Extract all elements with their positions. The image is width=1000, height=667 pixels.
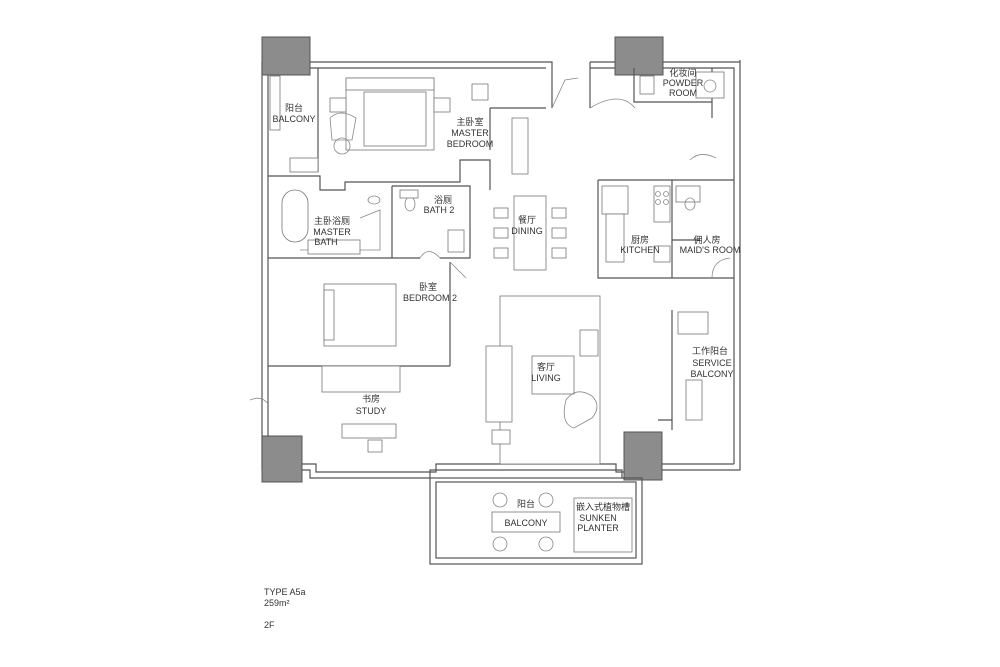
- label-living-cn: 客厅: [537, 361, 555, 372]
- label-balcony-south-en: BALCONY: [504, 518, 547, 528]
- label-bedroom2-cn: 卧室: [419, 281, 437, 292]
- label-sunken-planter-cn: 嵌入式植物槽: [576, 501, 630, 512]
- label-powder-room-en1: POWDER: [663, 78, 704, 88]
- balcony-table: [491, 511, 561, 533]
- label-kitchen-cn: 厨房: [631, 234, 649, 245]
- label-balcony-west-en: BALCONY: [272, 114, 315, 124]
- label-dining-cn: 餐厅: [518, 214, 536, 225]
- room-labels: 阳台 BALCONY 主卧室 MASTER BEDROOM 化妆间 POWDER…: [272, 67, 740, 533]
- label-balcony-west-cn: 阳台: [285, 102, 303, 113]
- south-balcony: [429, 477, 643, 565]
- sofa: [485, 345, 513, 423]
- column-ne: [614, 36, 664, 76]
- label-maids-room-cn: 佣人房: [693, 234, 720, 245]
- label-master-bath-en1: MASTER: [313, 227, 351, 237]
- label-service-balcony-en2: BALCONY: [690, 369, 733, 379]
- interior-walls: [249, 68, 734, 430]
- plan-type: TYPE A5a: [264, 587, 306, 597]
- dining-table: [513, 195, 547, 271]
- label-master-bedroom-en1: MASTER: [451, 128, 489, 138]
- study-sofa: [321, 365, 401, 393]
- label-sunken-planter-en1: SUNKEN: [579, 513, 617, 523]
- label-master-bedroom-en2: BEDROOM: [447, 139, 494, 149]
- bedroom2-bed: [323, 283, 397, 347]
- label-balcony-south-cn: 阳台: [517, 498, 535, 509]
- label-kitchen-en: KITCHEN: [620, 245, 660, 255]
- label-bedroom2-en: BEDROOM 2: [403, 293, 457, 303]
- plan-area: 259m²: [264, 598, 290, 608]
- label-service-balcony-cn: 工作阳台: [692, 345, 728, 356]
- bathtub: [281, 189, 309, 243]
- sunken-planter: [573, 497, 633, 553]
- label-master-bath-cn: 主卧浴厕: [314, 215, 350, 226]
- label-study-cn: 书房: [362, 393, 380, 404]
- label-living-en: LIVING: [531, 373, 561, 383]
- label-master-bedroom-cn: 主卧室: [456, 116, 483, 127]
- label-study-en: STUDY: [356, 406, 387, 416]
- column-se: [623, 431, 663, 481]
- column-nw: [261, 36, 311, 76]
- column-sw: [261, 435, 303, 483]
- label-powder-room-en2: ROOM: [669, 88, 697, 98]
- structural-columns: [261, 36, 664, 483]
- label-powder-room-cn: 化妆间: [669, 67, 696, 78]
- label-master-bath-en2: BATH: [314, 237, 337, 247]
- furniture: [269, 75, 709, 465]
- label-maids-room-en: MAID'S ROOM: [680, 245, 741, 255]
- label-service-balcony-en1: SERVICE: [692, 358, 731, 368]
- plan-floor: 2F: [264, 620, 275, 630]
- label-sunken-planter-en2: PLANTER: [577, 523, 619, 533]
- label-bath2-cn: 浴厕: [434, 195, 452, 205]
- label-dining-en: DINING: [511, 226, 543, 236]
- label-bath2-en: BATH 2: [424, 205, 455, 215]
